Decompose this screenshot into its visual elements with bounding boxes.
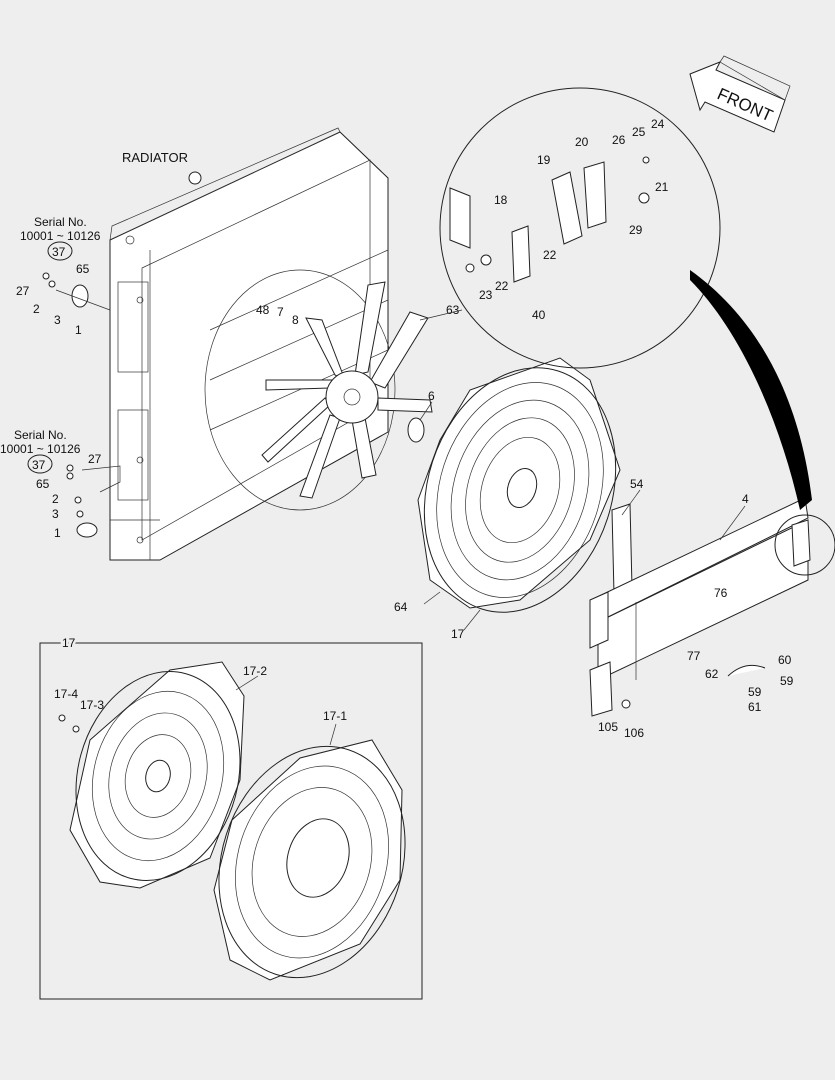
callout-17: 17 <box>451 627 465 641</box>
callout-17-4: 17-4 <box>54 687 78 701</box>
callout-22-b: 22 <box>495 279 509 293</box>
callout-64: 64 <box>394 600 408 614</box>
callout-63: 63 <box>446 303 460 317</box>
callout-19: 19 <box>537 153 551 167</box>
callout-62: 62 <box>705 667 719 681</box>
callout-29: 29 <box>629 223 643 237</box>
callout-17-2: 17-2 <box>243 664 267 678</box>
callout-18: 18 <box>494 193 508 207</box>
fan: 48 7 8 63 6 <box>256 281 460 499</box>
callout-26: 26 <box>612 133 626 147</box>
callout-3-top: 3 <box>54 313 61 327</box>
callout-65-top: 65 <box>76 262 90 276</box>
fan-guard: 64 17 <box>394 357 621 641</box>
callout-40: 40 <box>532 308 546 322</box>
callout-2-bottom: 2 <box>52 492 59 506</box>
callout-27-bottom: 27 <box>88 452 102 466</box>
serial-range-top: 10001 ~ 10126 <box>20 229 101 243</box>
callout-106: 106 <box>624 726 644 740</box>
serial-label-top: Serial No. <box>34 215 87 229</box>
callout-48: 48 <box>256 303 270 317</box>
callout-8: 8 <box>292 313 299 327</box>
callout-group-bottom-left: Serial No. 10001 ~ 10126 37 27 65 2 3 1 <box>0 428 121 540</box>
callout-17-1: 17-1 <box>323 709 347 723</box>
circled-37-top-text: 37 <box>52 245 66 259</box>
callout-1-bottom: 1 <box>54 526 61 540</box>
callout-20: 20 <box>575 135 589 149</box>
fan-guard-frame: 54 4 76 77 62 60 59 59 61 105 106 <box>589 477 809 740</box>
circled-37-top <box>47 241 73 261</box>
radiator-label: RADIATOR <box>122 150 188 165</box>
circled-37-bottom-text: 37 <box>32 458 46 472</box>
serial-range-bottom: 10001 ~ 10126 <box>0 442 81 456</box>
serial-label-bottom: Serial No. <box>14 428 67 442</box>
callout-25: 25 <box>632 125 646 139</box>
callout-65-bottom: 65 <box>36 477 50 491</box>
callout-24: 24 <box>651 117 665 131</box>
callout-77: 77 <box>687 649 701 663</box>
callout-59-b: 59 <box>748 685 762 699</box>
front-arrow: FRONT <box>689 55 791 133</box>
callout-1-top: 1 <box>75 323 82 337</box>
callout-59-a: 59 <box>780 674 794 688</box>
detail-box-17: 17 17-2 17-1 17-4 17-3 <box>39 634 423 1000</box>
callout-61: 61 <box>748 700 762 714</box>
callout-group-top-left: Serial No. 10001 ~ 10126 37 65 27 2 3 1 <box>16 215 111 337</box>
callout-6: 6 <box>428 389 435 403</box>
callout-7: 7 <box>277 305 284 319</box>
callout-2-top: 2 <box>33 302 40 316</box>
callout-21: 21 <box>655 180 669 194</box>
callout-3-bottom: 3 <box>52 507 59 521</box>
detail-box-title: 17 <box>62 636 76 650</box>
callout-27-top: 27 <box>16 284 30 298</box>
callout-4: 4 <box>742 492 749 506</box>
callout-60: 60 <box>778 653 792 667</box>
hinge-detail-circle <box>774 514 835 576</box>
callout-17-3: 17-3 <box>80 698 104 712</box>
callout-105: 105 <box>598 720 618 734</box>
radiator: RADIATOR <box>109 127 396 561</box>
circled-37-bottom <box>27 454 53 474</box>
callout-22-a: 22 <box>543 248 557 262</box>
leader-lines <box>235 309 746 746</box>
latch-detail: 18 19 20 26 25 24 21 29 22 22 23 40 <box>439 87 812 510</box>
callout-54: 54 <box>630 477 644 491</box>
callout-23: 23 <box>479 288 493 302</box>
callout-76: 76 <box>714 586 728 600</box>
